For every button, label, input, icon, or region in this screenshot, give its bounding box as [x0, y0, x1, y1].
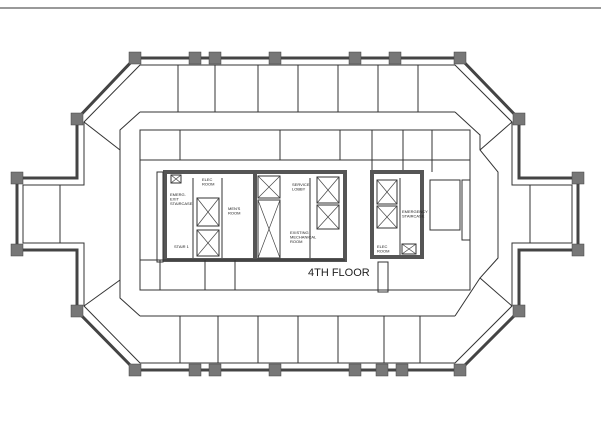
interior-perimeter-wall — [22, 64, 573, 364]
ramp — [377, 261, 389, 293]
side-offices — [59, 111, 531, 317]
room-label-stair-1: STAIR 1 — [174, 244, 190, 249]
right-core-block — [370, 170, 424, 259]
bottom-offices — [140, 315, 455, 363]
counter — [461, 179, 471, 241]
floor-label: 4TH FLOOR — [308, 267, 370, 279]
stair-rail — [156, 171, 164, 263]
top-offices — [140, 65, 455, 113]
elevator-shafts — [170, 174, 417, 259]
structural-columns — [10, 51, 585, 377]
building-core — [139, 129, 471, 293]
